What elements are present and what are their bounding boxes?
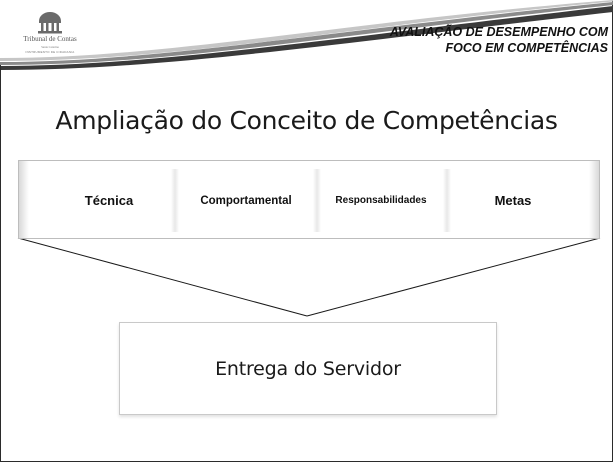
tribunal-logo: Tribunal de Contas Santa Catarina INSTRU…	[6, 10, 94, 64]
slide-left-border	[0, 65, 1, 462]
logo-name: Tribunal de Contas	[23, 35, 77, 43]
segment-divider	[171, 169, 179, 232]
logo-subline: Santa Catarina	[41, 45, 59, 49]
result-label: Entrega do Servidor	[215, 357, 401, 380]
bar-shade-right	[589, 161, 599, 238]
logo-tagline: INSTRUMENTO DE CIDADANIA	[25, 50, 75, 54]
segment-tecnica: Técnica	[84, 193, 134, 208]
header-title-line2: FOCO EM COMPETÊNCIAS	[445, 41, 608, 55]
header-title: AVALIAÇÃO DE DESEMPENHO COM FOCO EM COMP…	[318, 24, 608, 56]
segment-metas: Metas	[494, 193, 532, 208]
courthouse-emblem-icon	[38, 12, 62, 34]
segment-divider	[443, 169, 451, 232]
result-box: Entrega do Servidor	[119, 322, 497, 415]
competencies-bar: Técnica Comportamental Responsabilidades…	[18, 160, 600, 239]
bar-shade-left	[19, 161, 29, 238]
header-title-line1: AVALIAÇÃO DE DESEMPENHO COM	[389, 25, 608, 39]
slide-title: Ampliação do Conceito de Competências	[55, 106, 558, 135]
header-swoosh	[0, 0, 613, 70]
segment-responsabilidades: Responsabilidades	[335, 195, 427, 206]
segment-divider	[313, 169, 321, 232]
segment-comportamental: Comportamental	[200, 194, 292, 207]
